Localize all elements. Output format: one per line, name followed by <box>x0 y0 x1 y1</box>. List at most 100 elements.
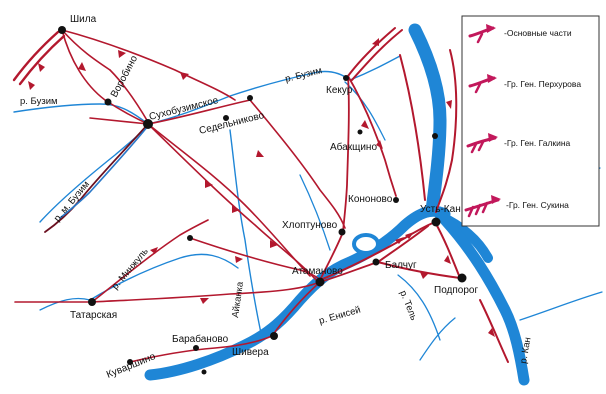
dot-balchug <box>372 258 380 266</box>
label-tatarskaya: Татарская <box>70 310 117 321</box>
route-shivera-atam <box>271 281 321 337</box>
arrow-mark <box>444 255 451 264</box>
arrow-mark <box>395 237 404 244</box>
arrow-mark <box>28 81 35 90</box>
label-tel: р. Тель <box>397 289 419 322</box>
route-kekur-khlop <box>342 75 350 233</box>
arrow-mark <box>78 62 86 71</box>
route-minzhul-atam <box>189 237 321 281</box>
label-m-buzim: р. м. Бузим <box>52 179 92 224</box>
tel-river <box>397 274 441 341</box>
dot-sukhobuzimskoe <box>143 119 153 129</box>
route-kekur-kononovo <box>347 75 397 197</box>
label-podporog: Подпорог <box>434 285 478 296</box>
arrow-mark <box>150 247 158 254</box>
legend-arrow-sukin <box>464 195 501 218</box>
route-balchug-podporog <box>377 261 461 279</box>
dot-abakshino <box>357 129 363 135</box>
route-vorobino-sukh <box>109 69 149 123</box>
legend-arrow-perkhurov <box>468 74 497 94</box>
label-buzim-west: р. Бузим <box>20 96 58 107</box>
dot-kononovo <box>393 197 399 203</box>
arrow-mark <box>200 298 209 304</box>
arrow-mark <box>235 256 243 263</box>
dot-south <box>201 369 207 375</box>
dot-khloptunovo <box>338 228 346 236</box>
arrow-mark <box>372 38 379 46</box>
label-ust-kan: Усть-Кан <box>420 204 461 215</box>
m-buzim-river <box>39 125 149 223</box>
label-shivera: Шивера <box>232 347 269 358</box>
legend-label-galkin: -Гр. Ген. Галкина <box>504 138 571 148</box>
legend-frame <box>461 15 600 227</box>
settlement-dots <box>58 26 467 375</box>
legend-label-main: -Основные части <box>504 28 572 38</box>
route-sukh-sedel <box>147 99 251 125</box>
route-tatar-east <box>91 281 321 303</box>
arrow-mark <box>180 72 189 80</box>
tributaries <box>13 55 603 361</box>
arrow-mark <box>376 140 383 149</box>
routes <box>12 27 509 363</box>
aikanka-river <box>229 129 263 339</box>
dot-shila <box>58 26 66 34</box>
route-south-chain <box>129 335 273 363</box>
arrow-marks <box>28 38 495 337</box>
legend-arrow-main <box>468 24 496 44</box>
dot-barabanovo <box>193 345 199 351</box>
arrow-mark <box>420 272 429 279</box>
route-kekur-north <box>347 27 396 77</box>
route-shila-south <box>61 29 106 101</box>
route-west-double-b <box>18 34 66 86</box>
stream-southeast <box>519 291 603 321</box>
route-ustkan-podporog <box>434 221 461 279</box>
buzim-river-west <box>13 103 149 125</box>
label-barabanovo: Барабаново <box>172 333 229 345</box>
route-sukh-southwest <box>44 123 149 233</box>
label-sedelnikovo: Седельниково <box>198 110 266 137</box>
route-balchug-ustkan <box>377 225 429 263</box>
arrow-mark <box>256 150 264 157</box>
dot-kuvarshino <box>127 359 133 365</box>
route-kan-east-bank <box>435 49 458 213</box>
route-shila-east <box>61 29 236 101</box>
dot-ust-kan <box>431 217 441 227</box>
label-shila: Шила <box>70 14 97 25</box>
route-west-sukh <box>89 117 149 125</box>
route-kekur-north-2 <box>351 29 403 81</box>
legend-label-sukin: -Гр. Ген. Сукина <box>506 200 569 210</box>
dot-sedel-2 <box>223 115 229 121</box>
stream-south <box>419 317 456 361</box>
arrow-mark <box>446 100 452 109</box>
dot-podporog <box>457 273 467 283</box>
legend-label-perkhurov: -Гр. Ген. Перхурова <box>504 79 581 89</box>
label-atamanovo: Атаманово <box>292 266 343 277</box>
label-kan: р. Кан <box>518 336 533 364</box>
label-vorobino: Воробино <box>108 53 140 99</box>
route-west-double-a <box>12 30 60 82</box>
dot-kekur <box>343 75 349 81</box>
label-sukhobuzimskoe: Сухобузимское <box>148 94 220 123</box>
arrow-mark <box>405 232 414 239</box>
label-buzim-north: р. Бузим <box>284 65 323 85</box>
dot-minzhul <box>187 235 193 241</box>
dot-atamanovo <box>315 277 325 287</box>
dot-vorobino <box>104 98 112 106</box>
label-enisey: р. Енисей <box>318 305 362 327</box>
label-khloptunovo: Хлоптуново <box>282 220 338 231</box>
label-kononovo: Кононово <box>348 194 393 205</box>
route-east-north <box>399 54 426 201</box>
dot-kan-north <box>432 133 438 139</box>
stream-center <box>299 174 331 251</box>
dot-tatarskaya <box>88 298 96 306</box>
label-kekur: Кекур <box>326 85 353 96</box>
label-abakshino: Абакщино <box>330 141 377 153</box>
label-minzhul: р. Минжуль <box>110 246 151 292</box>
route-shila-vorobino <box>61 29 111 71</box>
arrow-mark <box>488 328 495 337</box>
legend-arrow-galkin <box>466 133 498 154</box>
stream-west-south <box>39 297 91 311</box>
arrow-mark <box>118 50 126 58</box>
stream-kekur <box>344 81 386 141</box>
